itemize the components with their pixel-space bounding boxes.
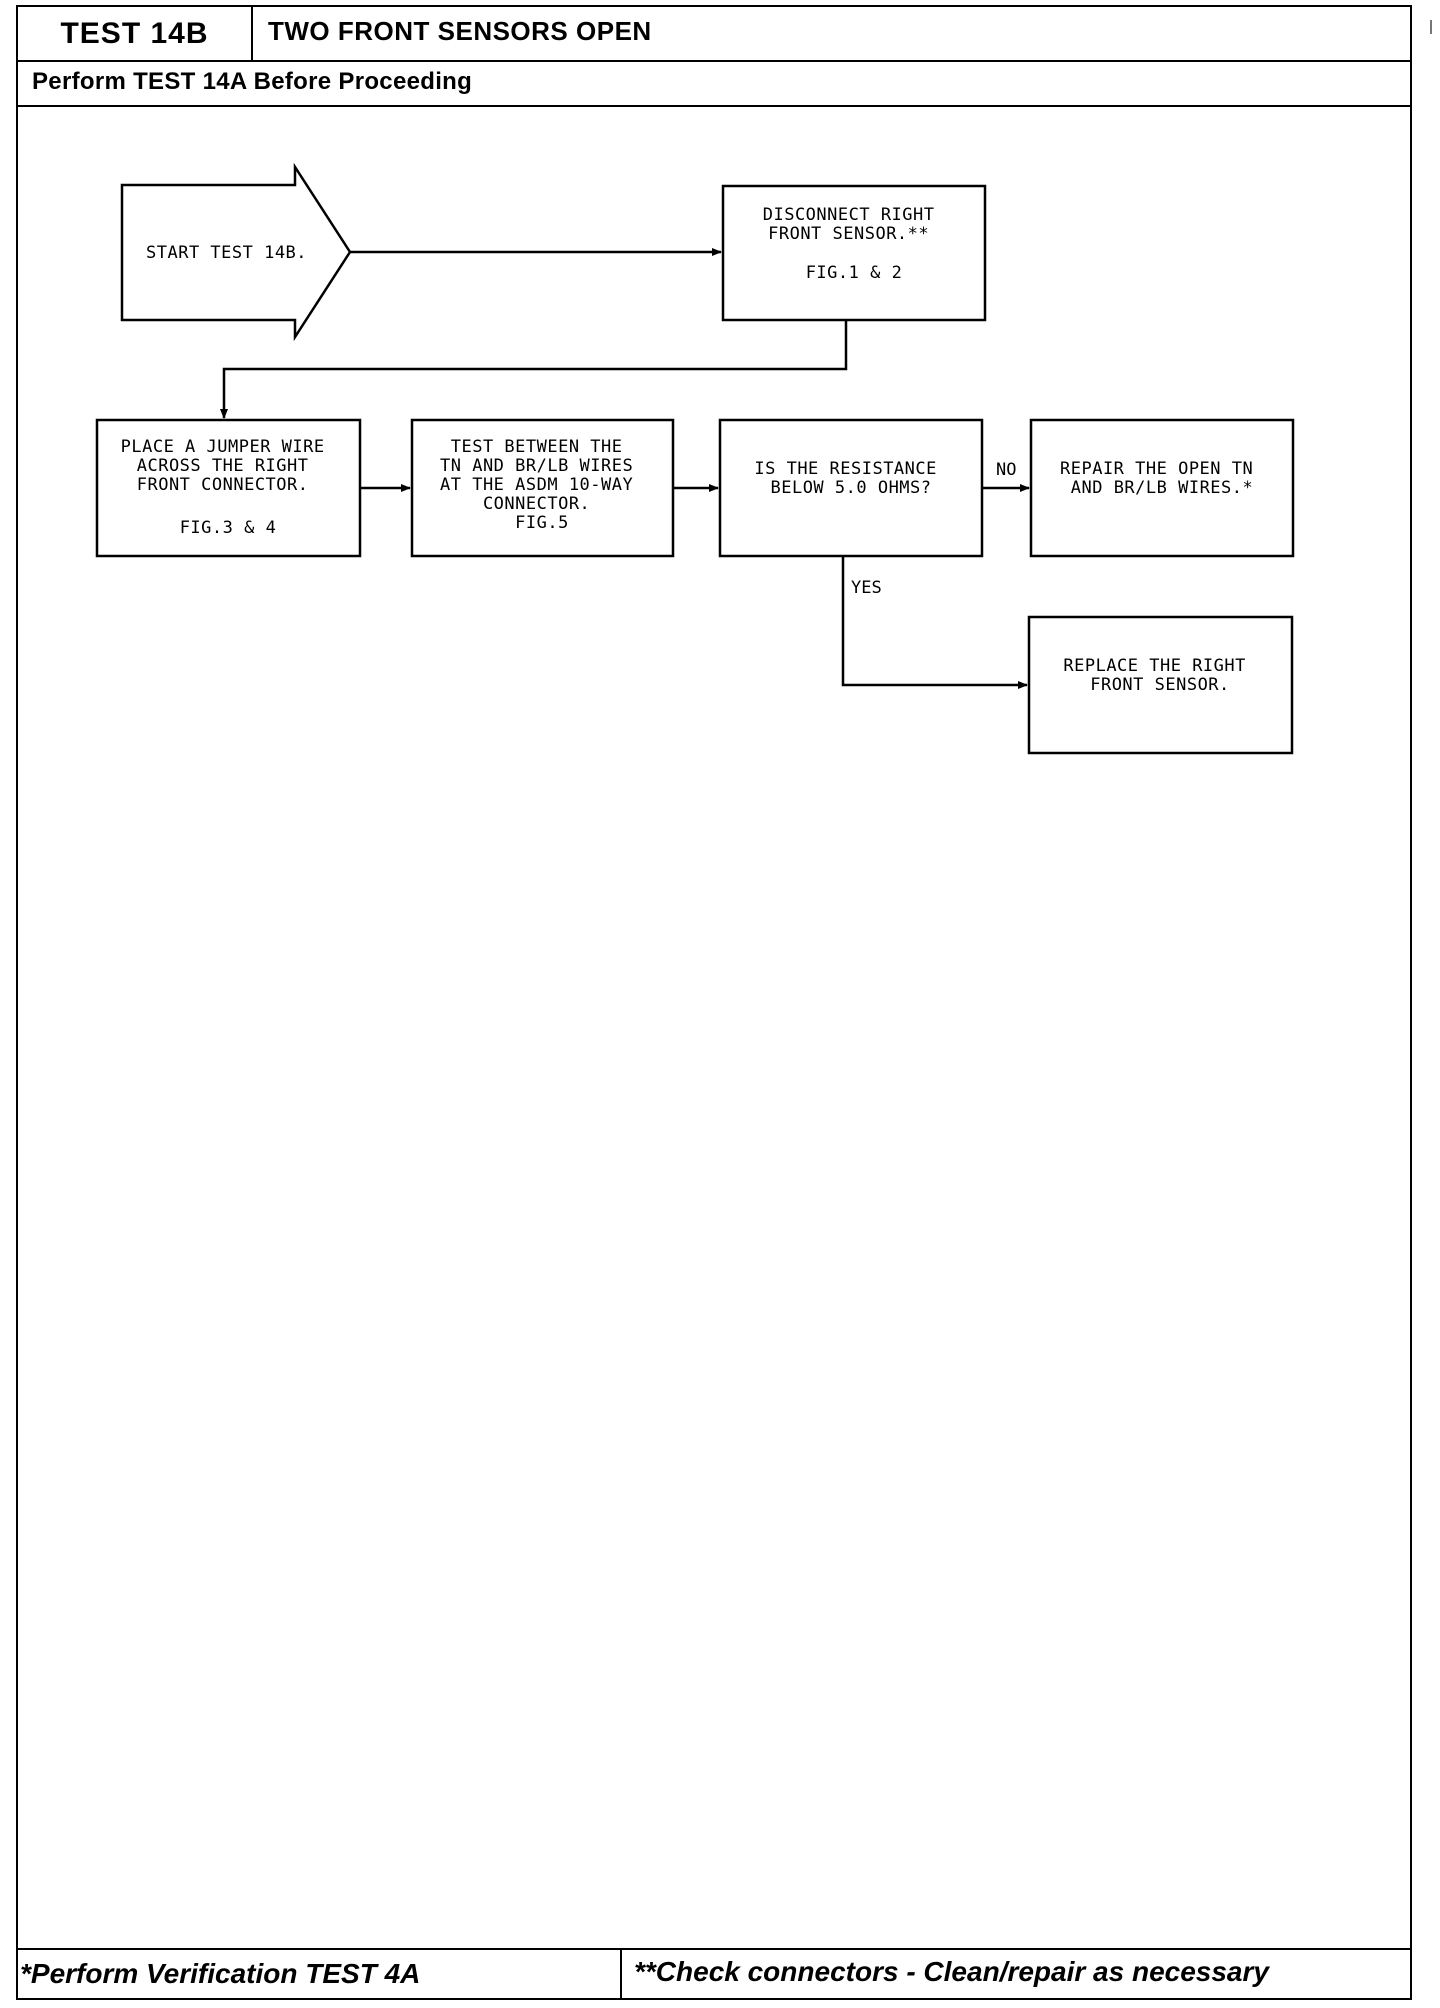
start-label: START TEST 14B. [146,243,307,263]
disconnect-line-3: FIG.1 & 2 [806,263,903,283]
arrow-disconnect-to-jumper [220,320,848,419]
jumper-line-2: ACROSS THE RIGHT [137,456,309,476]
test-between-line-3: AT THE ASDM 10-WAY [440,475,633,495]
jumper-line-3: FRONT CONNECTOR. [137,475,309,495]
footer-verification-note: *Perform Verification TEST 4A [18,1950,622,1998]
jumper-wire-box: PLACE A JUMPER WIRE ACROSS THE RIGHT FRO… [95,418,362,558]
header-row: TEST 14B TWO FRONT SENSORS OPEN [18,7,1410,62]
disconnect-line-2: FRONT SENSOR.** [768,224,929,244]
question-line-1: IS THE RESISTANCE [754,459,937,479]
disconnect-sensor-box: DISCONNECT RIGHT FRONT SENSOR.** FIG.1 &… [721,184,987,322]
test-between-box: TEST BETWEEN THE TN AND BR/LB WIRES AT T… [410,418,675,558]
svg-text:IS THE RESISTANCE BELOW: IS THE RESISTANCE BELOW 5.0 OHMS? [754,459,947,498]
yes-label: YES [851,578,882,598]
test-id: TEST 14B [18,7,253,60]
question-line-2: BELOW 5.0 OHMS? [770,478,931,498]
disconnect-line-1: DISCONNECT RIGHT [763,205,935,225]
arrow-yes-to-replace [841,556,1028,689]
svg-text:REPLACE THE RIGHT FRONT: REPLACE THE RIGHT FRONT SENSOR. [1063,656,1256,695]
test-between-line-2: TN AND BR/LB WIRES [440,456,633,476]
repair-line-1: REPAIR THE OPEN TN [1060,459,1253,479]
footer-connector-note: **Check connectors - Clean/repair as nec… [634,1956,1269,1987]
jumper-line-4: FIG.3 & 4 [180,518,277,538]
prerequisite-row: Perform TEST 14A Before Proceeding [18,62,1410,107]
svg-text:TEST BETWEEN THE TN AND: TEST BETWEEN THE TN AND BR/LB WIRES AT T… [440,437,644,533]
no-label: NO [996,460,1016,480]
scan-mark [1430,20,1432,34]
prerequisite-text: Perform TEST 14A Before Proceeding [32,68,473,95]
replace-line-1: REPLACE THE RIGHT [1063,656,1246,676]
test-between-line-1: TEST BETWEEN THE [451,437,623,457]
svg-text:REPAIR THE OPEN TN AND B: REPAIR THE OPEN TN AND BR/LB WIRES.* [1060,459,1264,498]
footer-row: *Perform Verification TEST 4A **Check co… [18,1948,1410,1998]
test-between-line-5: FIG.5 [515,513,569,533]
svg-text:DISCONNECT RIGHT FRONT S: DISCONNECT RIGHT FRONT SENSOR.** FIG.1 &… [763,205,946,283]
resistance-question-box: IS THE RESISTANCE BELOW 5.0 OHMS? [718,418,984,558]
start-arrow: START TEST 14B. [120,162,352,342]
replace-sensor-box: REPLACE THE RIGHT FRONT SENSOR. [1027,615,1294,755]
jumper-line-1: PLACE A JUMPER WIRE [121,437,325,457]
svg-text:PLACE A JUMPER WIRE ACRO: PLACE A JUMPER WIRE ACROSS THE RIGHT FRO… [121,437,336,538]
test-between-line-4: CONNECTOR. [483,494,590,514]
page-frame: TEST 14B TWO FRONT SENSORS OPEN Perform … [16,5,1412,2000]
test-title: TWO FRONT SENSORS OPEN [268,16,652,46]
replace-line-2: FRONT SENSOR. [1090,675,1230,695]
repair-wires-box: REPAIR THE OPEN TN AND BR/LB WIRES.* [1029,418,1295,558]
repair-line-2: AND BR/LB WIRES.* [1071,478,1254,498]
